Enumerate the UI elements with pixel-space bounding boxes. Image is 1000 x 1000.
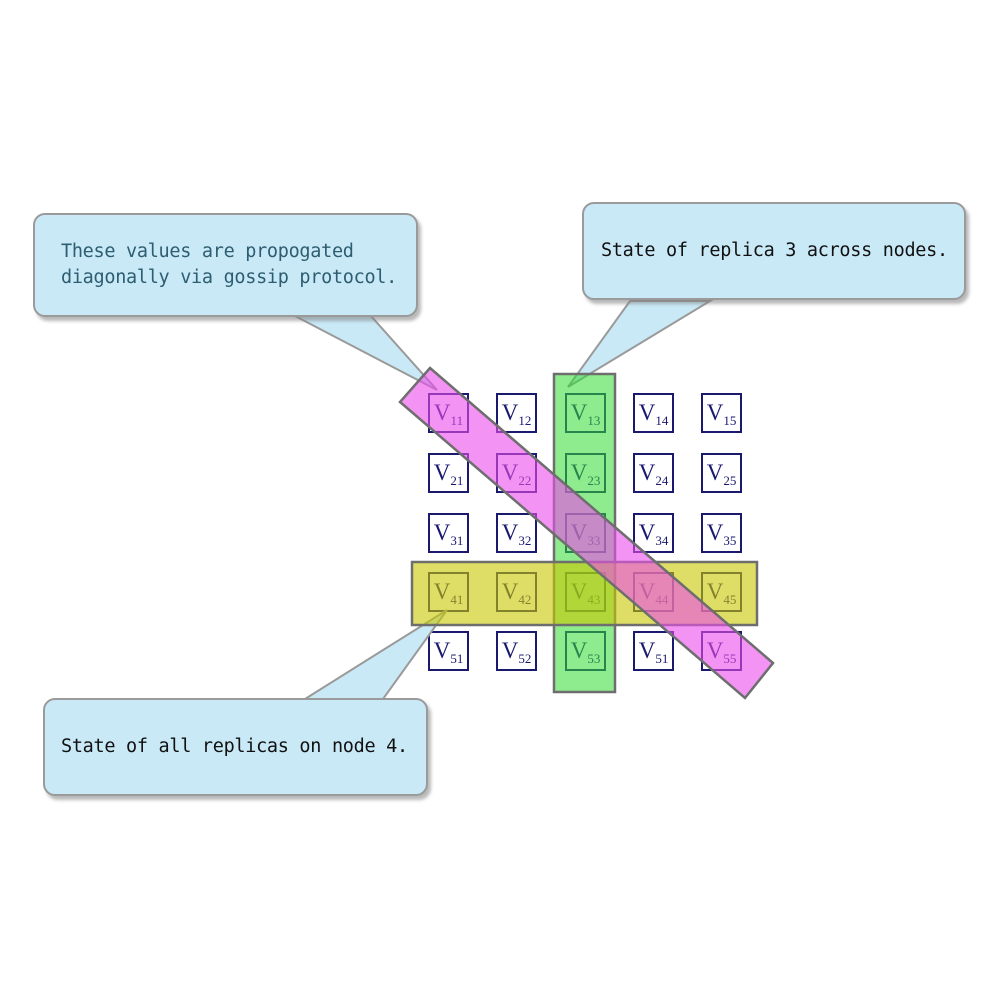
cell-label-r2c1: V21 (434, 460, 464, 488)
callout-gossip-line-2: diagonally via gossip protocol. (61, 267, 397, 288)
cell-box-r3c1 (428, 513, 469, 553)
callout-node-line-1: State of all replicas on node 4. (61, 736, 408, 757)
cell-box-r2c4 (633, 453, 674, 493)
cell-box-r1c5 (701, 393, 742, 433)
callout-pointers (294, 300, 714, 700)
cell-box-r2c5 (701, 453, 742, 493)
pointer-gossip-callout (294, 315, 438, 391)
gossip-diagonal-highlight (398, 366, 775, 700)
callout-replica-line-1: State of replica 3 across nodes. (601, 240, 948, 261)
cell-box-r1c2 (496, 393, 537, 433)
cell-box-r3c2 (496, 513, 537, 553)
cell-label-r3c5: V35 (707, 520, 737, 548)
cell-label-r1c5: V15 (707, 400, 737, 428)
cell-label-r5c1: V51 (434, 638, 464, 666)
highlight-bands (398, 366, 775, 700)
cell-label-r1c2: V12 (502, 400, 532, 428)
cell-label-r3c2: V32 (502, 520, 532, 548)
cell-box-r5c2 (496, 631, 537, 671)
cell-label-r5c2: V52 (502, 638, 532, 666)
cell-box-r5c1 (428, 631, 469, 671)
callout-gossip-line-1: These values are propogated (61, 241, 354, 262)
cell-label-r2c4: V24 (639, 460, 669, 488)
cell-label-r2c5: V25 (707, 460, 737, 488)
cell-label-r3c1: V31 (434, 520, 464, 548)
cell-box-r1c4 (633, 393, 674, 433)
cell-box-r3c4 (633, 513, 674, 553)
callout-replica-3: State of replica 3 across nodes. (582, 202, 966, 300)
cell-label-r5c4: V51 (639, 638, 669, 666)
cell-label-r3c4: V34 (639, 520, 669, 548)
cell-box-r5c4 (633, 631, 674, 671)
cell-box-r2c1 (428, 453, 469, 493)
pointer-replica-callout (567, 300, 714, 388)
callout-node-4: State of all replicas on node 4. (43, 698, 428, 796)
cell-box-r3c5 (701, 513, 742, 553)
cell-label-r1c4: V14 (639, 400, 669, 428)
callout-gossip-protocol: These values are propogated diagonally v… (33, 213, 418, 317)
